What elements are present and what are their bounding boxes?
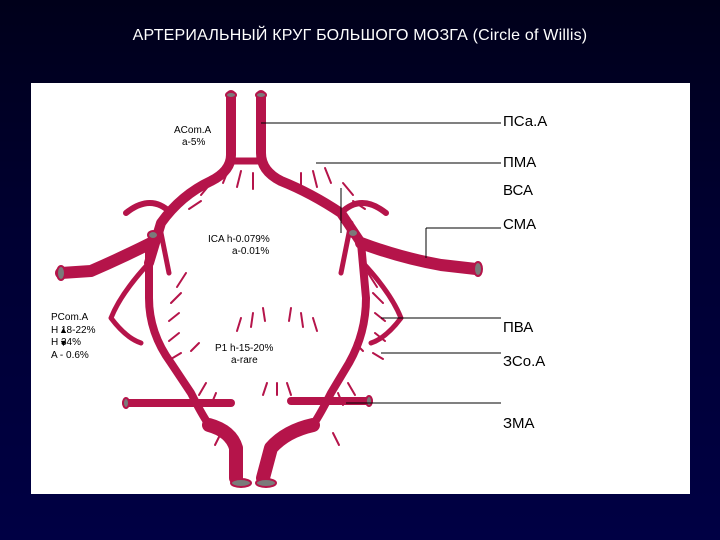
pva-label: ПВА (503, 319, 534, 336)
acoma-label: ACom.A a-5% (174, 125, 211, 148)
slide-title: АРТЕРИАЛЬНЫЙ КРУГ БОЛЬШОГО МОЗГА (Circle… (132, 27, 588, 44)
pcoma-label: PCom.A H 18-22% ▲ H 34% ▼ A - 0.6% (51, 312, 95, 362)
zsoa-label: ЗСо.А (503, 353, 546, 370)
vsa-label: ВСА (503, 182, 534, 199)
p1-label: P1 h-15-20% a-rare (215, 343, 273, 366)
psca-label: ПСа.А (503, 113, 548, 130)
zma-label: ЗМА (503, 415, 535, 432)
pcoma-line2-row: H 34% ▼ (51, 337, 95, 350)
arrow-down-icon: ▼ (59, 338, 68, 348)
circle-of-willis-drawing (55, 90, 501, 488)
sma-label: СМА (503, 216, 537, 233)
branch-twigs (168, 167, 386, 446)
leader-lines (261, 122, 501, 404)
pcoma-name: PCom.A (51, 312, 89, 323)
diagram-panel: ACom.A a-5% ICA h-0.079% a-0.01% P1 h-15… (31, 83, 690, 494)
p1-line2: a-rare (231, 354, 258, 366)
pcoma-line3: A - 0.6% (51, 349, 89, 361)
acoma-name: ACom.A (174, 125, 212, 136)
pma-label: ПМА (503, 154, 537, 171)
pcoma-line1: H 18-22% (51, 324, 96, 336)
ica-line1: ICA h-0.079% (208, 234, 270, 245)
acoma-value: a-5% (182, 136, 206, 148)
ica-line2: a-0.01% (232, 245, 270, 257)
p1-line1: P1 h-15-20% (215, 343, 274, 354)
arrow-up-icon: ▲ (59, 324, 68, 335)
pcoma-line1-row: H 18-22% ▲ (51, 325, 95, 338)
major-arteries (55, 90, 482, 485)
pcoma-line2: H 34% (51, 337, 82, 348)
vessel-lumens (56, 91, 483, 488)
ica-label: ICA h-0.079% a-0.01% (208, 234, 270, 257)
